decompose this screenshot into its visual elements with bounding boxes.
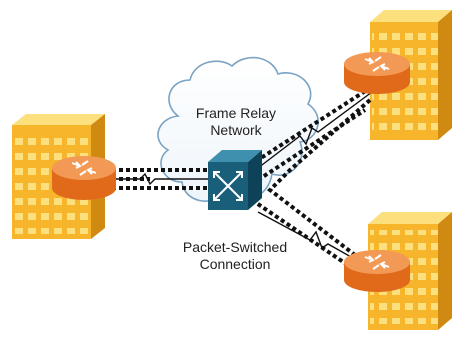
serial-link-left [112,172,208,186]
cloud-label: Frame Relay Network [196,105,276,138]
connection-label: Packet-Switched Connection [183,239,287,272]
router-arrows-icon [364,56,390,72]
serial-link-top-right [257,91,373,169]
router-top-right [344,52,410,94]
connection-label-line1: Packet-Switched [183,239,287,255]
router-arrows-icon [364,254,390,270]
cloud-label-line2: Network [210,122,262,138]
building-top-right [370,10,452,140]
connection-label-line2: Connection [200,256,271,272]
serial-link-bottom-right [257,211,361,263]
dotted-link-top-right [112,86,372,257]
frame-relay-switch [208,150,262,210]
cloud-label-line1: Frame Relay [196,105,276,121]
router-bottom-right [344,250,410,292]
router-left [52,156,116,200]
dotted-link-left-switch [112,168,208,190]
router-arrows-icon [71,160,97,176]
switch-arrows-icon [213,171,243,201]
